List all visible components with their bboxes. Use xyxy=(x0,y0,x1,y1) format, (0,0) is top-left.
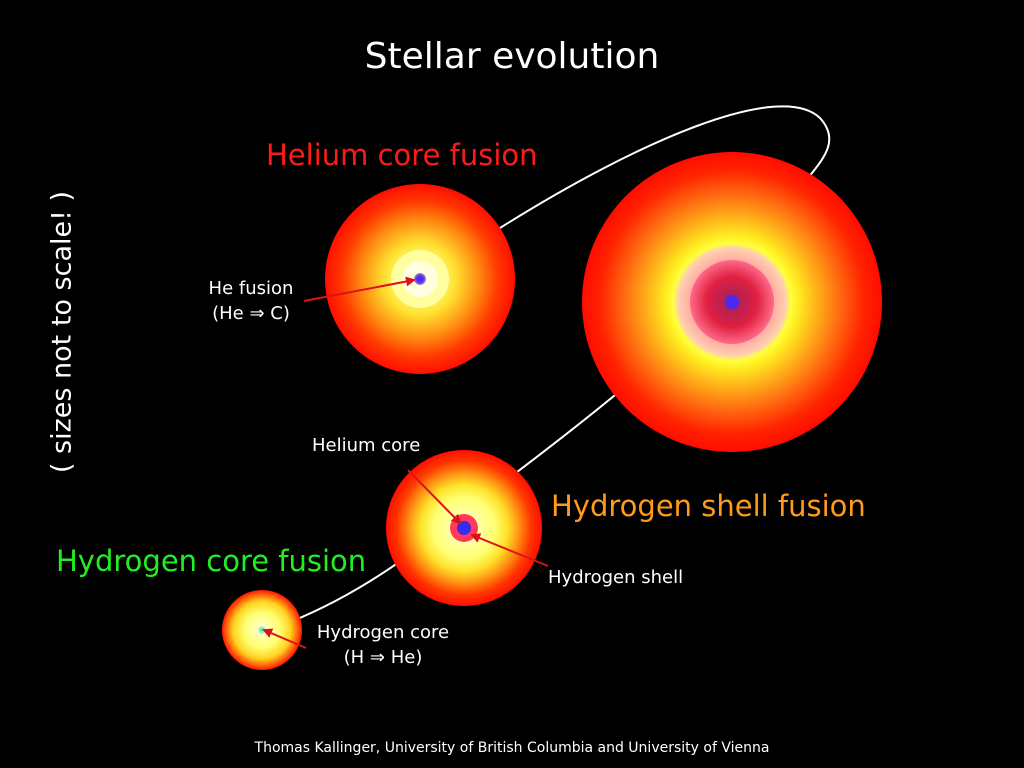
he-fusion-annotation: He fusion (He ⇒ C) xyxy=(190,276,312,326)
red-giant-star xyxy=(582,152,882,452)
helium-core-fusion-star xyxy=(325,184,515,374)
helium-core-arrow xyxy=(407,469,462,525)
hydrogen-core-fusion-star xyxy=(222,590,302,670)
helium-core-fusion-label: Helium core fusion xyxy=(266,138,538,172)
hydrogen-shell-fusion-star xyxy=(386,450,542,606)
hydrogen-shell-fusion-label: Hydrogen shell fusion xyxy=(551,489,866,523)
he-fusion-arrow xyxy=(303,276,416,302)
h-to-he-text: (H ⇒ He) xyxy=(343,647,423,668)
scale-disclaimer: ( sizes not to scale! ) xyxy=(46,190,78,474)
hydrogen-shell-arrow xyxy=(470,533,549,567)
he-to-c-text: (He ⇒ C) xyxy=(212,303,290,324)
credit-line: Thomas Kallinger, University of British … xyxy=(254,740,770,756)
hydrogen-core-annotation: Hydrogen core (H ⇒ He) xyxy=(306,620,460,670)
hydrogen-core-arrow xyxy=(262,628,307,649)
hydrogen-core-fusion-label: Hydrogen core fusion xyxy=(56,544,367,578)
he-fusion-text: He fusion xyxy=(208,278,294,299)
hydrogen-core-text: Hydrogen core xyxy=(316,622,450,643)
slide-title: Stellar evolution xyxy=(364,36,660,77)
helium-core-annotation: Helium core xyxy=(312,435,421,456)
evolution-path-arc xyxy=(499,105,831,229)
hydrogen-shell-annotation: Hydrogen shell xyxy=(548,567,684,588)
